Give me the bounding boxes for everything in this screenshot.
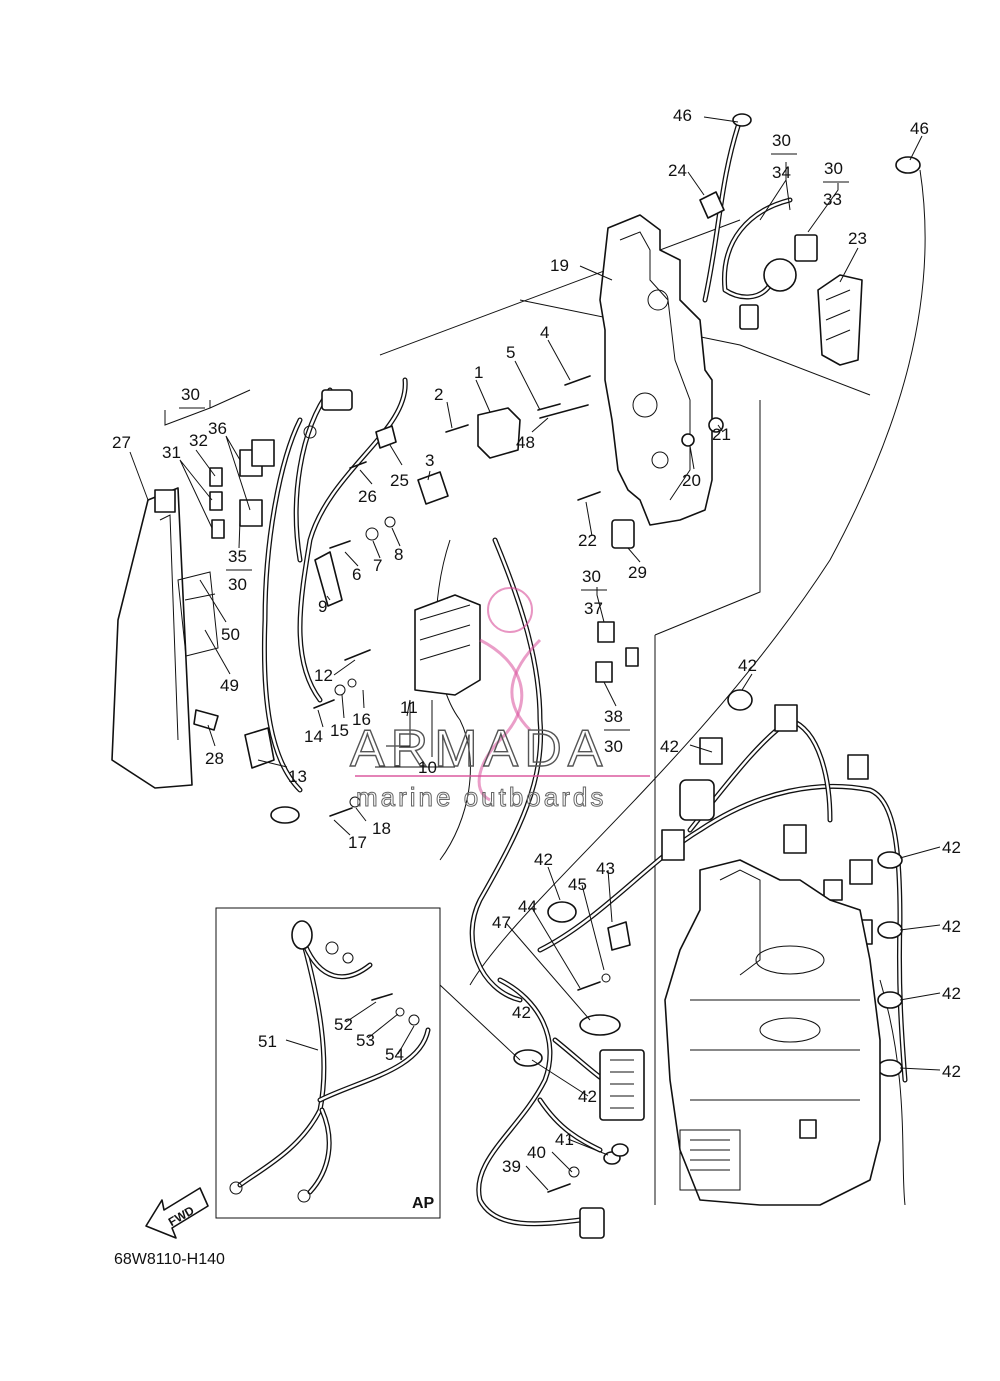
- inset-label: AP: [412, 1195, 435, 1212]
- callout: 2: [434, 385, 443, 404]
- electrical-cover: [111, 487, 193, 789]
- callout: 46: [673, 106, 692, 125]
- callout: 30: [824, 159, 843, 178]
- watermark-brand: ARMADA: [350, 720, 608, 778]
- watermark-logo-icon: [477, 587, 542, 802]
- watermark: ARMADA marine outboards: [349, 587, 650, 813]
- leader-lines: [129, 116, 941, 1191]
- callout: 52: [334, 1015, 353, 1034]
- section-outlines: [379, 169, 926, 1206]
- callout: 45: [568, 875, 587, 894]
- callout: 23: [848, 229, 867, 248]
- callout: 14: [304, 727, 323, 746]
- callout: 31: [162, 443, 181, 462]
- callout: 10: [418, 758, 437, 777]
- callout: 15: [330, 721, 349, 740]
- callout: 8: [394, 545, 403, 564]
- callout: 42: [512, 1003, 531, 1022]
- callout: 5: [506, 343, 515, 362]
- callout: 1: [474, 363, 483, 382]
- callout: 6: [352, 565, 361, 584]
- inset-ap: [215, 907, 521, 1219]
- callout: 30: [181, 385, 200, 404]
- callout: 24: [668, 161, 687, 180]
- callout: 20: [682, 471, 701, 490]
- callout: 49: [220, 676, 239, 695]
- callout: 30: [228, 575, 247, 594]
- callout: 25: [390, 471, 409, 490]
- callout: 42: [942, 838, 961, 857]
- callout: 32: [189, 431, 208, 450]
- callout: 26: [358, 487, 377, 506]
- callout: 37: [584, 599, 603, 618]
- callout: 53: [356, 1031, 375, 1050]
- callout: 11: [400, 698, 418, 717]
- callout: 50: [221, 625, 240, 644]
- callout: 42: [942, 1062, 961, 1081]
- callout: 38: [604, 707, 623, 726]
- callout: 47: [492, 913, 511, 932]
- callout: 17: [348, 833, 367, 852]
- callout: 22: [578, 531, 597, 550]
- callout: 4: [540, 323, 549, 342]
- drawing-id: 68W8110-H140: [114, 1251, 225, 1268]
- callout: 42: [660, 737, 679, 756]
- callout: 44: [518, 897, 537, 916]
- callout: 30: [582, 567, 601, 586]
- callout: 42: [578, 1087, 597, 1106]
- callout: 42: [942, 984, 961, 1003]
- callout: 18: [372, 819, 391, 838]
- callout: 39: [502, 1157, 521, 1176]
- callout: 9: [318, 597, 327, 616]
- callout: 7: [373, 556, 382, 575]
- callout: 27: [112, 433, 131, 452]
- callout: 43: [596, 859, 615, 878]
- callout: 28: [205, 749, 224, 768]
- watermark-tagline: marine outboards: [356, 782, 606, 812]
- callout: 13: [288, 767, 307, 786]
- callout: 46: [910, 119, 929, 138]
- callout: 42: [942, 917, 961, 936]
- callout: 19: [550, 256, 569, 275]
- callout: 16: [352, 710, 371, 729]
- callout: 54: [385, 1045, 404, 1064]
- callout: 33: [823, 190, 842, 209]
- callout: 3: [425, 451, 434, 470]
- fwd-arrow: FWD: [145, 1187, 209, 1239]
- callout: 41: [555, 1130, 574, 1149]
- callout: 30: [772, 131, 791, 150]
- engine-block: [664, 859, 881, 1206]
- callout: 42: [738, 656, 757, 675]
- callout: 34: [772, 163, 791, 182]
- callout: 48: [516, 433, 535, 452]
- callout: 51: [258, 1032, 277, 1051]
- callout: 36: [208, 419, 227, 438]
- callouts: 1 2 3 4 5 6 7 8 9 10 11 12 13 14 15 16 1…: [112, 106, 961, 1212]
- callout: 42: [534, 850, 553, 869]
- callout: 30: [604, 737, 623, 756]
- callout: 29: [628, 563, 647, 582]
- bracket-plate: [599, 214, 713, 526]
- callout: 21: [712, 425, 731, 444]
- callout: 35: [228, 547, 247, 566]
- callout: 12: [314, 666, 333, 685]
- parts: [111, 113, 921, 1239]
- callout: 40: [527, 1143, 546, 1162]
